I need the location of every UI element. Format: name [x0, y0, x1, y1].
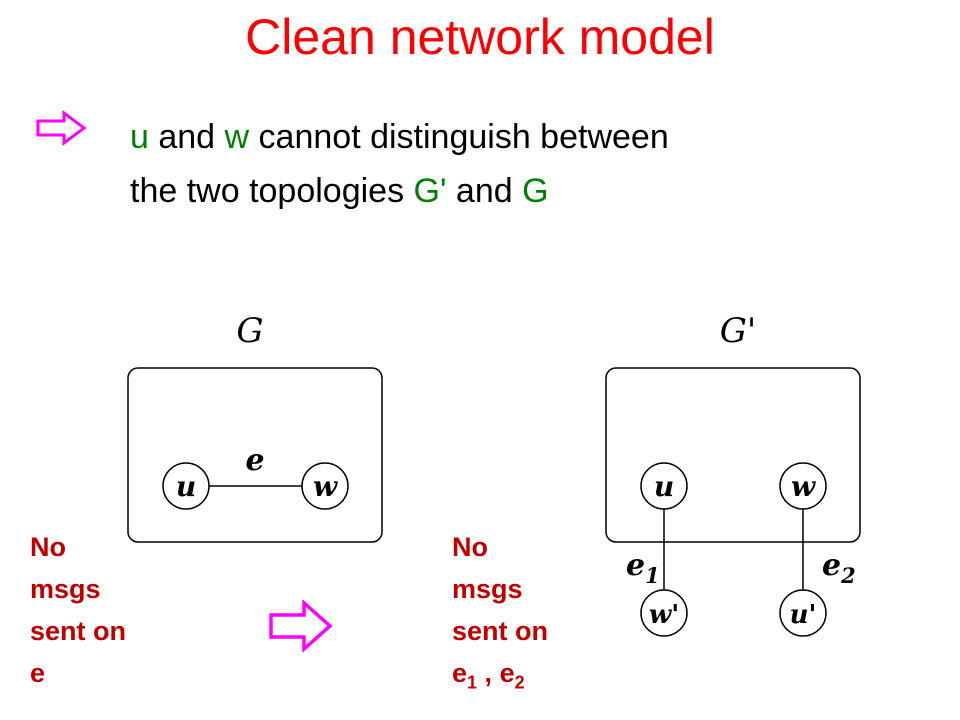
node-u-prime-graph	[640, 462, 688, 510]
graph-g-prime-box	[605, 367, 861, 543]
note-no-msgs-e: No msgs sent on e	[30, 532, 127, 688]
bullet-line-2: the two topologies G' and G	[130, 172, 549, 210]
node-w-prime	[640, 589, 688, 637]
node-w	[301, 462, 349, 510]
edge-e-label: e	[245, 443, 264, 478]
graph-g-prime: G' u w w' u' e1 e2	[605, 311, 861, 637]
bullet-line-1: u and w cannot distinguish between	[130, 118, 669, 156]
graph-g: G e u w	[127, 311, 383, 543]
node-u-label: u	[176, 470, 196, 503]
edge-e1-label: e1	[626, 548, 660, 588]
node-w-label: w	[791, 470, 816, 503]
bullet-arrow-icon	[36, 110, 87, 146]
node-w-prime-graph	[779, 462, 827, 510]
node-u-label: u	[654, 470, 674, 503]
edge-e2-label: e2	[822, 548, 856, 588]
note-no-msgs-e1-e2: No msgs sent on e1 , e2	[452, 532, 549, 693]
node-u-prime	[779, 589, 827, 637]
graph-g-prime-label: G'	[720, 311, 757, 351]
implies-arrow-icon	[269, 600, 333, 652]
graph-g-label: G	[236, 311, 263, 351]
node-u-prime-label: u'	[790, 600, 817, 630]
node-w-prime-label: w'	[649, 600, 679, 630]
node-w-label: w	[313, 470, 338, 503]
node-u	[162, 462, 210, 510]
slide-title: Clean network model	[245, 9, 715, 65]
